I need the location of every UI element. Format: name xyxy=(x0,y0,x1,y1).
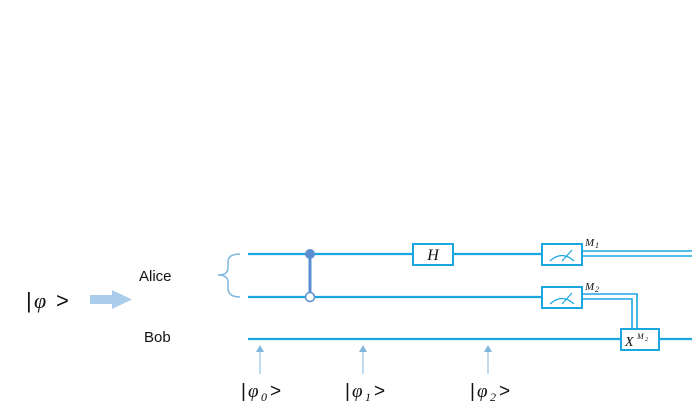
cnot-gate xyxy=(304,249,316,303)
cnot-target xyxy=(304,291,316,303)
input-state-close: > xyxy=(56,288,69,313)
state-0-label: | φ 0 > xyxy=(241,381,281,404)
measurement-1: M 1 xyxy=(541,237,599,266)
input-state-symbol: φ xyxy=(34,288,46,313)
classical-wire-2 xyxy=(582,293,638,329)
svg-text:φ: φ xyxy=(477,381,488,402)
x-correction-gate: X M 2 xyxy=(620,328,660,351)
svg-text:>: > xyxy=(499,381,510,402)
meter-needle-icon xyxy=(561,249,573,262)
svg-text:0: 0 xyxy=(261,390,267,404)
svg-text:φ: φ xyxy=(352,381,363,402)
svg-text:1: 1 xyxy=(365,390,371,404)
svg-text:>: > xyxy=(374,381,385,402)
svg-text:|: | xyxy=(470,381,475,402)
x-gate-sup: M xyxy=(636,332,645,341)
measure-1-sub: 1 xyxy=(595,241,599,250)
alice-label: Alice xyxy=(139,268,172,285)
svg-text:>: > xyxy=(270,381,281,402)
alice-brace xyxy=(217,253,241,298)
bob-label: Bob xyxy=(144,329,171,346)
state-2-label: | φ 2 > xyxy=(470,381,510,404)
measure-1-label: M xyxy=(584,237,595,249)
x-gate-sup-sub: 2 xyxy=(645,337,648,343)
x-gate-label: X xyxy=(624,335,634,350)
measure-2-sub: 2 xyxy=(595,285,599,294)
meter-arc-icon xyxy=(549,297,575,305)
cnot-control-dot xyxy=(305,249,315,259)
input-state-bar: | xyxy=(26,288,32,313)
meter-arc-icon xyxy=(549,254,575,262)
measure-2-label: M xyxy=(584,281,595,293)
hadamard-label: H xyxy=(426,247,440,264)
svg-text:|: | xyxy=(345,381,350,402)
svg-text:2: 2 xyxy=(490,390,496,404)
svg-text:|: | xyxy=(241,381,246,402)
state-1-label: | φ 1 > xyxy=(345,381,385,404)
hadamard-gate: H xyxy=(412,243,454,266)
svg-text:φ: φ xyxy=(248,381,259,402)
measurement-2: M 2 xyxy=(541,281,599,309)
meter-needle-icon xyxy=(561,292,573,305)
input-arrow xyxy=(90,290,132,309)
classical-wire-1 xyxy=(582,250,692,257)
